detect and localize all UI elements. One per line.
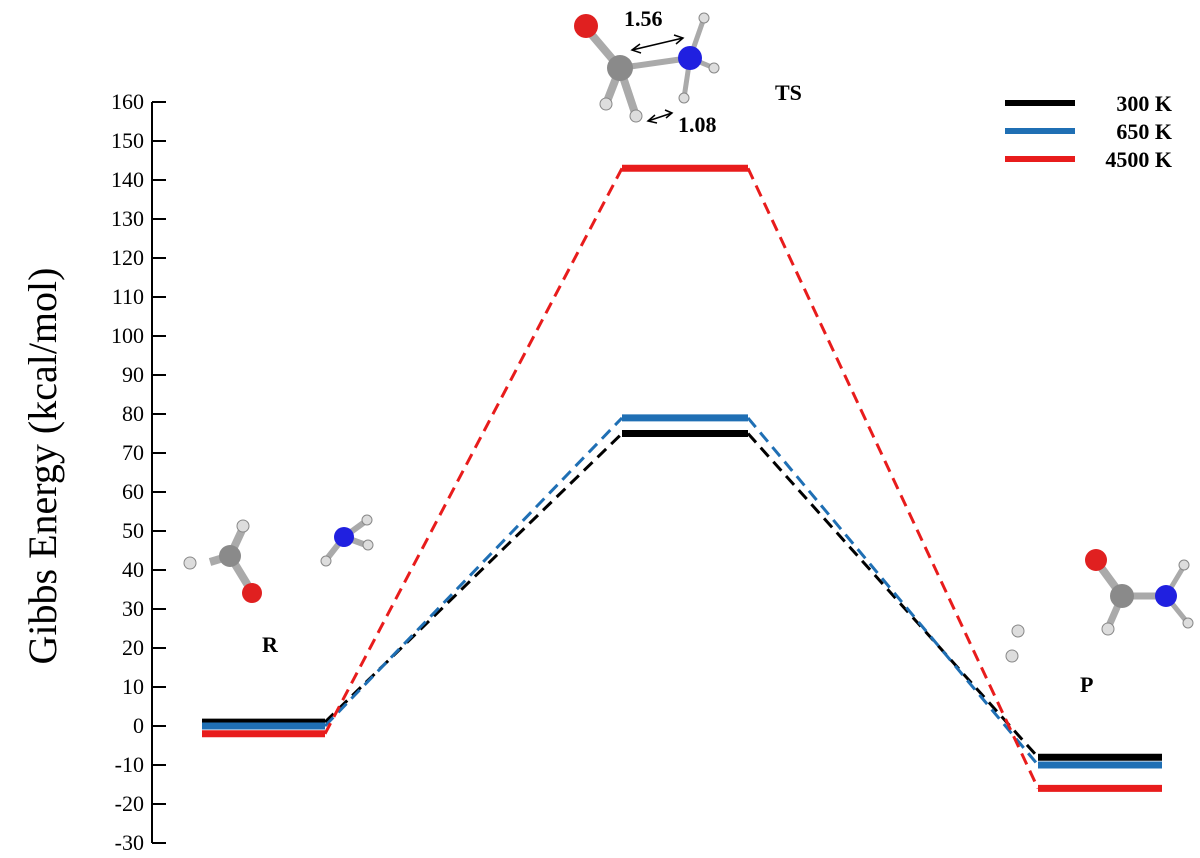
y-tick-label: 150 bbox=[111, 128, 144, 153]
product-molecules-illustration bbox=[1005, 549, 1194, 663]
legend-label: 4500 K bbox=[1105, 147, 1172, 172]
y-tick-label: 100 bbox=[111, 323, 144, 348]
state-label-reactant: R bbox=[262, 632, 279, 657]
connector-300k-0 bbox=[323, 432, 624, 724]
legend-label: 650 K bbox=[1116, 119, 1172, 144]
y-tick-label: 80 bbox=[122, 401, 144, 426]
y-tick-label: 0 bbox=[133, 713, 144, 738]
y-tick-label: 40 bbox=[122, 557, 144, 582]
y-tick-label: 50 bbox=[122, 518, 144, 543]
y-tick-label: 20 bbox=[122, 635, 144, 660]
connector-4500k-0 bbox=[323, 167, 624, 735]
energy-levels bbox=[202, 164, 1162, 792]
connector-300k-1 bbox=[746, 432, 1040, 759]
y-tick-label: 70 bbox=[122, 440, 144, 465]
y-tick-label: 130 bbox=[111, 206, 144, 231]
y-tick-label: -20 bbox=[115, 791, 144, 816]
connector-4500k-1 bbox=[746, 167, 1040, 790]
state-label-transition-state: TS bbox=[775, 80, 802, 105]
y-tick-label: 140 bbox=[111, 167, 144, 192]
y-tick-label: 120 bbox=[111, 245, 144, 270]
y-tick-label: 90 bbox=[122, 362, 144, 387]
y-ticks: -30 -20 -10 0 10 20 30 40 50 60 70 80 90 100 110 120 130… bbox=[111, 89, 166, 855]
legend: 300 K 650 K 4500 K bbox=[1005, 91, 1172, 172]
connector-650k-0 bbox=[323, 416, 624, 728]
bond-length-annotation-1: 1.56 bbox=[624, 6, 663, 31]
y-tick-label: 30 bbox=[122, 596, 144, 621]
y-tick-label: 60 bbox=[122, 479, 144, 504]
transition-state-molecule-illustration bbox=[574, 12, 720, 124]
y-axis-label: Gibbs Energy (kcal/mol) bbox=[20, 268, 65, 665]
state-label-product: P bbox=[1080, 672, 1093, 697]
y-tick-label: 110 bbox=[112, 284, 144, 309]
legend-label: 300 K bbox=[1116, 91, 1172, 116]
connector-lines bbox=[323, 167, 1040, 790]
bond-length-annotation-2: 1.08 bbox=[678, 112, 717, 137]
y-tick-label: -30 bbox=[115, 830, 144, 855]
y-tick-label: -10 bbox=[115, 752, 144, 777]
connector-650k-1 bbox=[746, 416, 1040, 766]
reactant-molecules-illustration bbox=[183, 514, 374, 603]
y-tick-label: 160 bbox=[111, 89, 144, 114]
y-tick-label: 10 bbox=[122, 674, 144, 699]
